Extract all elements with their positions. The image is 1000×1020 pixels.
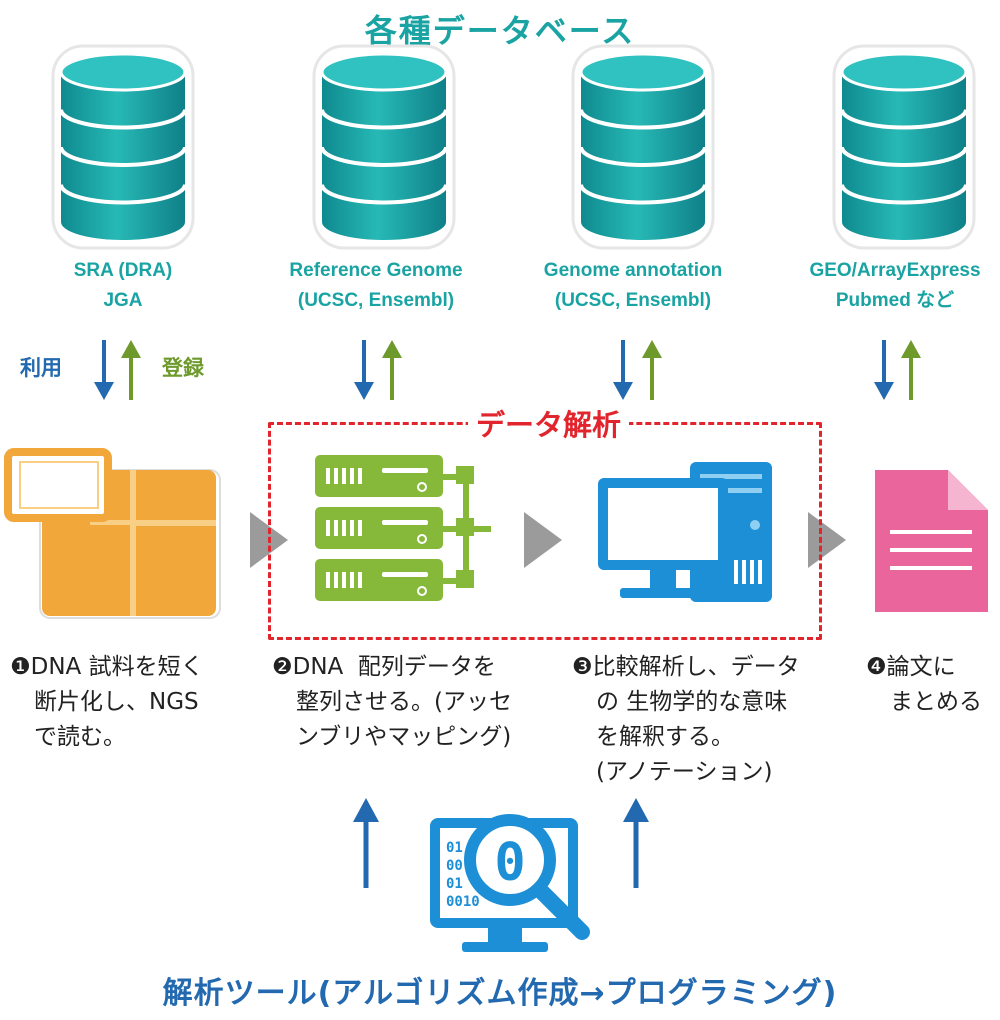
step-line: まとめる [890, 689, 982, 715]
data-analysis-title: データ解析 [468, 402, 630, 444]
step-number: ❹ [866, 654, 887, 680]
step-line: 整列させる。(アッセ [296, 689, 512, 715]
use-label: 利用 [20, 356, 62, 380]
step-line: 断片化し、NGS [34, 689, 199, 715]
database-label-line2: JGA [103, 290, 143, 311]
step-line: ❷DNA 配列データを [272, 650, 532, 685]
down-arrow-icon [613, 340, 633, 400]
magnifier-digit: 0 [494, 833, 525, 893]
step-3-text: ❸比較解析し、データ の 生物学的な意味 を解釈する。 (アノテーション) [572, 650, 832, 790]
tool-up-arrow-icon [623, 798, 649, 888]
database-label-genome-annotation: Genome annotation (UCSC, Ensembl) [513, 256, 753, 316]
databases-title: 各種データベース [364, 12, 636, 50]
database-label-line2: (UCSC, Ensembl) [554, 290, 712, 311]
database-cylinder-icon [312, 44, 456, 250]
step-line: (アノテーション) [596, 759, 773, 785]
step-line: ンブリやマッピング) [296, 724, 512, 750]
desktop-computer-icon [598, 462, 772, 602]
server-stack-icon [315, 455, 491, 601]
tool-screen-digits: 01 [446, 876, 463, 892]
database-icons [51, 44, 976, 250]
step-number: ❶ [10, 654, 31, 680]
analysis-tool-title: 解析ツール(アルゴリズム作成→プログラミング) [162, 976, 838, 1011]
down-arrow-icon [354, 340, 374, 400]
up-arrow-icon [382, 340, 402, 400]
tool-screen-digits: 0010 [446, 894, 480, 910]
step-line: を解釈する。 [596, 724, 734, 750]
up-arrow-icon [901, 340, 921, 400]
database-label-line1: Genome annotation [543, 260, 723, 281]
up-arrow-icon [642, 340, 662, 400]
database-label-sra: SRA (DRA) JGA [3, 256, 243, 316]
database-label-geo: GEO/ArrayExpress Pubmed など [775, 256, 1000, 316]
step-4-text: ❹論文に まとめる [866, 650, 1000, 720]
step-2-text: ❷DNA 配列データを 整列させる。(アッセ ンブリやマッピング) [272, 650, 532, 755]
step-line: ❸比較解析し、データ [572, 650, 832, 685]
down-arrow-icon [874, 340, 894, 400]
sequencer-icon [4, 448, 221, 619]
process-arrow-icon [808, 512, 846, 568]
tool-up-arrow-icon [353, 798, 379, 888]
register-label: 登録 [162, 356, 204, 380]
step-line: ❶DNA 試料を短く [10, 650, 240, 685]
step-line: で読む。 [34, 724, 126, 750]
step-1-text: ❶DNA 試料を短く 断片化し、NGS で読む。 [10, 650, 240, 755]
database-cylinder-icon [832, 44, 976, 250]
database-label-line1: Reference Genome [289, 260, 463, 281]
process-arrow-icon [524, 512, 562, 568]
step-line-text: DNA 配列データを [292, 654, 496, 680]
step-line: ❹論文に [866, 650, 1000, 685]
step-number: ❷ [272, 654, 293, 680]
database-label-line2: Pubmed など [835, 290, 955, 311]
database-label-line1: SRA (DRA) [73, 260, 173, 281]
database-label-reference-genome: Reference Genome (UCSC, Ensembl) [256, 256, 496, 316]
database-label-line2: (UCSC, Ensembl) [297, 290, 455, 311]
database-cylinder-icon [51, 44, 195, 250]
document-icon [875, 470, 988, 612]
up-arrow-icon [121, 340, 141, 400]
tool-screen-digits: 00 [446, 858, 463, 874]
database-label-line1: GEO/ArrayExpress [809, 260, 981, 281]
database-cylinder-icon [571, 44, 715, 250]
analysis-tool-icon: 01 00 01 0010 0 [430, 814, 590, 952]
step-line-text: 論文に [886, 654, 956, 680]
step-line-text: 比較解析し、データ [592, 654, 800, 680]
step-number: ❸ [572, 654, 593, 680]
tool-screen-digits: 01 [446, 840, 463, 856]
down-arrow-icon [94, 340, 114, 400]
step-line: の 生物学的な意味 [596, 689, 788, 715]
step-line-text: DNA 試料を短く [30, 654, 204, 680]
